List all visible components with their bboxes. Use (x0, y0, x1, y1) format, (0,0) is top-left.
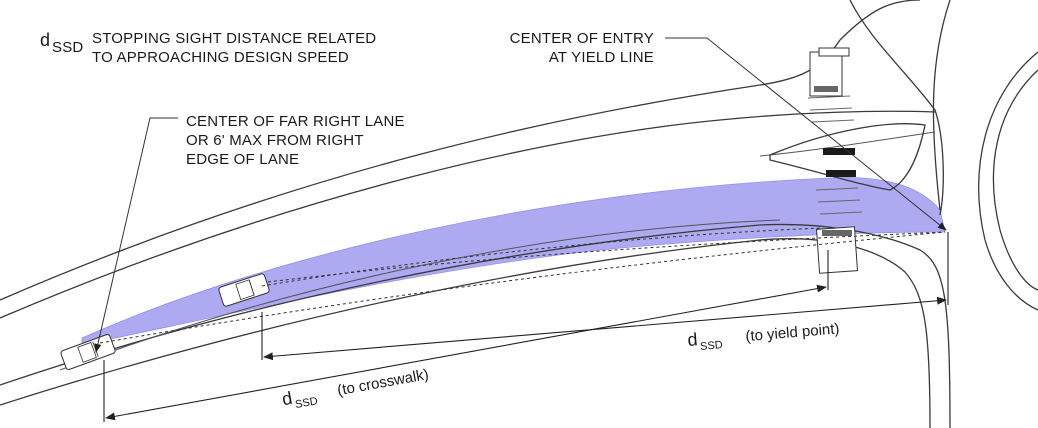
callout-far-right-lane: CENTER OF FAR RIGHT LANE OR 6' MAX FROM … (186, 113, 405, 168)
leader-far-right-lane (94, 117, 178, 353)
splitter-island (769, 123, 926, 191)
legend-text-line1: STOPPING SIGHT DISTANCE RELATED (92, 30, 376, 47)
dim-yield-symbol-sub: SSD (700, 339, 724, 353)
dim-crosswalk-symbol: d (280, 388, 293, 409)
dim-yield-symbol: d (687, 329, 699, 350)
far-right-line2: OR 6' MAX FROM RIGHT (186, 132, 364, 149)
vehicle-approach (60, 334, 116, 370)
dimension-crosswalk (103, 250, 829, 422)
far-right-line3: EDGE OF LANE (186, 151, 299, 168)
leader-center-entry (665, 37, 947, 231)
dimension-label-yield: d SSD (to yield point) (687, 320, 840, 353)
center-entry-line2: AT YIELD LINE (549, 49, 654, 66)
far-right-line1: CENTER OF FAR RIGHT LANE (186, 113, 405, 130)
vehicle-yield (815, 226, 859, 274)
dim-crosswalk-symbol-sub: SSD (294, 395, 318, 411)
sight-distance-area (81, 177, 946, 346)
crosswalk-upper (807, 95, 863, 215)
roundabout-circulatory (978, 51, 1038, 311)
dimension-label-crosswalk: d SSD (to crosswalk) (280, 366, 430, 411)
callout-center-entry: CENTER OF ENTRY AT YIELD LINE (510, 30, 654, 66)
legend-text-line2: TO APPROACHING DESIGN SPEED (92, 49, 349, 66)
dim-yield-note: (to yield point) (745, 320, 840, 345)
legend-symbol-sub: SSD (52, 39, 83, 56)
vehicle-top (809, 47, 850, 97)
dim-crosswalk-note: (to crosswalk) (336, 366, 430, 399)
exit-roadway (759, 0, 951, 216)
legend-symbol: d (40, 30, 50, 50)
legend: d SSD STOPPING SIGHT DISTANCE RELATED TO… (40, 30, 376, 66)
center-entry-line1: CENTER OF ENTRY (510, 30, 654, 47)
